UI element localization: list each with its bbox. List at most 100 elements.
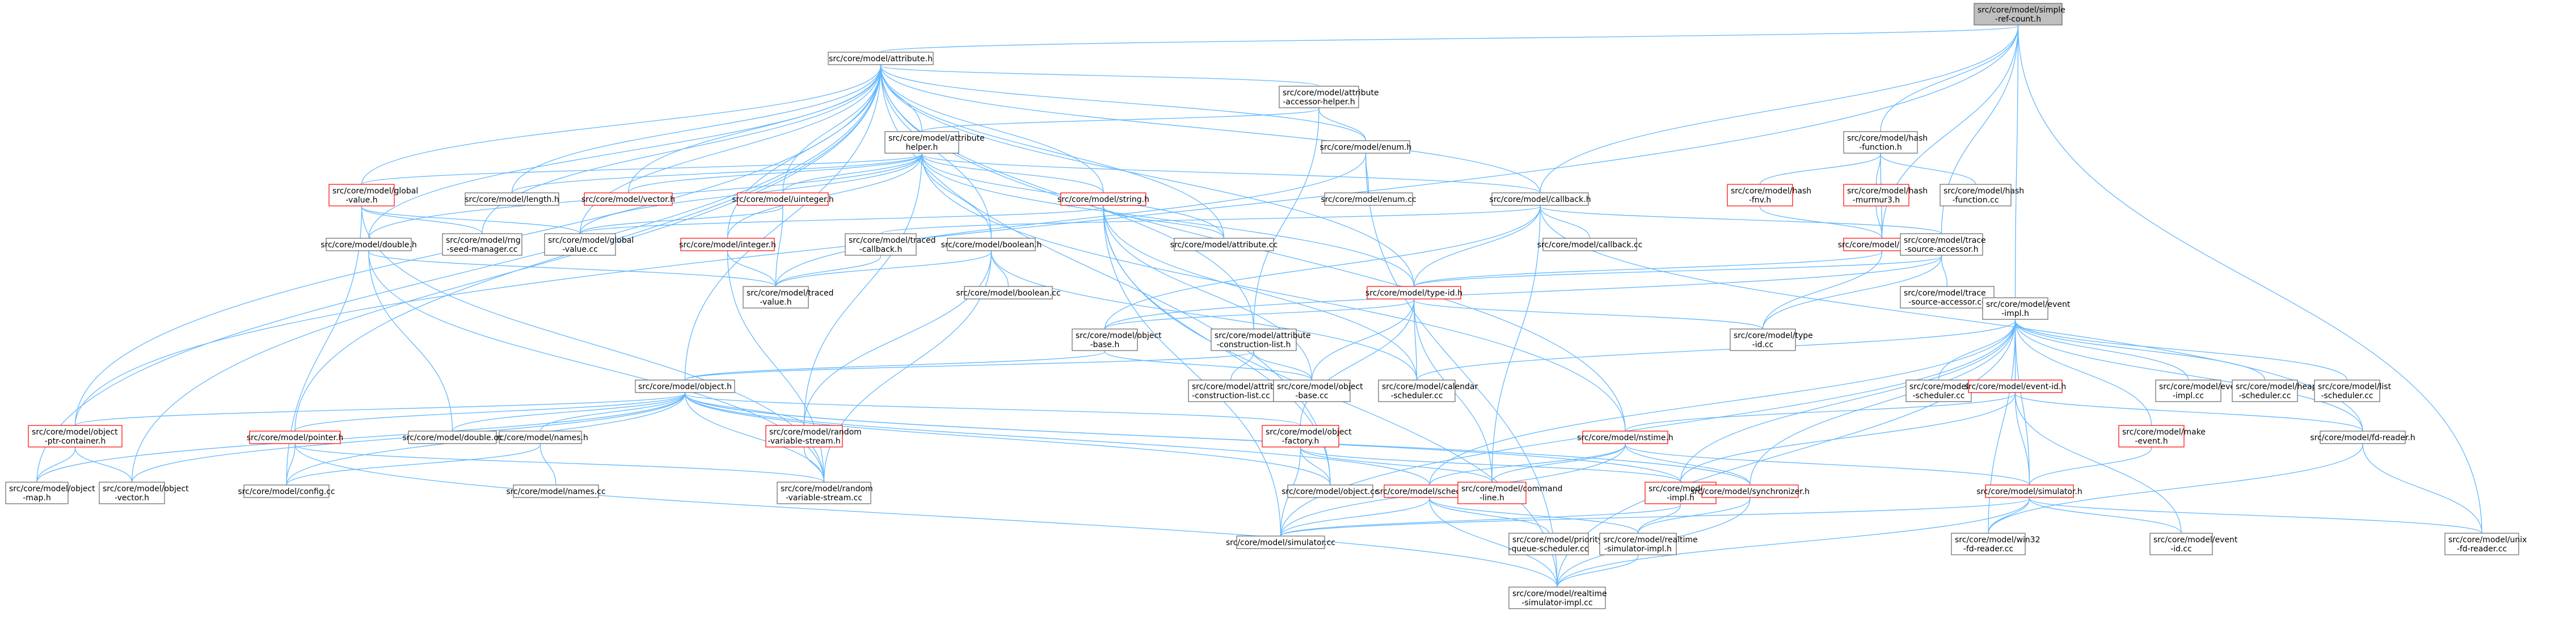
dependency-edge [292,439,1558,588]
file-node[interactable]: src/core/model/string.h [1057,192,1149,206]
file-node[interactable]: src/core/model/object.h [635,379,735,393]
file-node[interactable]: src/core/model/global-value.h [328,184,418,206]
file-node-box [1843,131,1918,154]
dependency-edge [1680,388,2018,483]
file-node[interactable]: src/core/model/object-map.h [5,482,95,504]
file-node[interactable]: src/core/model/callback.cc [1537,238,1643,251]
dependency-edge [878,60,1541,193]
file-node[interactable]: src/core/model/names.cc [506,484,606,498]
file-node[interactable]: src/core/model/hash-function.h [1843,131,1928,154]
file-node[interactable]: src/core/model/event-impl.cc [2155,379,2244,402]
dependency-edge [627,149,925,193]
file-node[interactable]: src/core/model/config.cc [238,484,335,498]
file-node-label: src/core/model/callback.h [1489,195,1591,204]
file-node[interactable]: src/core/model/double.h [321,238,417,251]
file-node[interactable]: src/core/model/heap-scheduler.cc [2232,379,2317,402]
file-node[interactable]: src/core/model/scheduler.h [1376,484,1483,498]
file-node[interactable]: src/core/model/make-event.h [2118,425,2206,448]
file-node[interactable]: src/core/model/type-id.cc [1730,328,1813,351]
file-node[interactable]: src/core/model/attribute.h [828,52,934,65]
dependency-edge [682,388,825,483]
file-node[interactable]: src/core/model/traced-value.h [743,286,834,309]
file-node-box [845,233,917,256]
file-node[interactable]: src/core/model/rng-seed-manager.cc [442,233,522,256]
dependency-edge [1875,149,1883,185]
file-node[interactable]: src/core/model/event-impl.h [1982,297,2071,320]
file-node-box [1262,425,1339,448]
file-node[interactable]: src/core/model/unix-fd-reader.cc [2444,533,2527,555]
dependency-edge [452,388,688,432]
file-node[interactable]: src/core/model/calendar-scheduler.cc [1378,379,1478,402]
dependency-edge [1749,315,2018,486]
file-node-label: -variable-stream.cc [786,494,862,503]
file-node[interactable]: src/core/model/priority-queue-scheduler.… [1508,533,1603,555]
file-node[interactable]: src/core/model/object-factory.h [1262,425,1352,448]
dependency-edge [1311,294,1416,381]
file-node-label: src/core/model/traced [849,236,936,245]
file-node-box [1974,3,2063,26]
file-node[interactable]: src/core/model/event-id.h [1964,379,2067,393]
file-node[interactable]: src/core/model/attribute-construction-li… [1188,379,1288,402]
file-node-label: -impl.h [1667,494,1694,503]
file-node[interactable]: src/core/model/random-variable-stream.h [765,425,862,448]
file-node[interactable]: src/core/model/attribute-accessor-helper… [1279,86,1379,108]
file-node[interactable]: src/core/model/callback.h [1489,192,1591,206]
file-node[interactable]: src/core/model/hash-function.cc [1940,184,2024,206]
file-node[interactable]: src/core/model/fd-reader.h [2310,431,2415,444]
file-node[interactable]: src/core/model/nstime.h [1577,431,1673,444]
file-node[interactable]: src/core/model/object-base.cc [1273,379,1363,402]
dependency-edge [1427,493,1549,534]
file-node-label: src/core/model/calendar [1382,382,1478,391]
file-node-box [1367,286,1461,300]
file-node[interactable]: src/core/model/global-value.cc [544,233,634,256]
file-node-box [828,52,934,65]
file-node[interactable]: src/core/model/random-variable-stream.cc [777,482,873,504]
file-node[interactable]: src/core/model/trace-source-accessor.h [1900,233,1986,256]
dependency-edge [2013,315,2266,381]
dependency-edge [36,388,688,483]
file-node[interactable]: src/core/model/list-scheduler.cc [2314,379,2392,402]
file-node[interactable]: src/core/model/attribute-construction-li… [1211,328,1311,351]
file-node[interactable]: src/core/model/simulator.cc [1226,535,1335,549]
file-node[interactable]: src/core/model/boolean.h [941,238,1042,251]
dependency-edge [1316,103,1367,141]
file-node[interactable]: src/core/model/uinteger.h [732,192,834,206]
file-node[interactable]: src/core/model/simulator.h [1976,484,2082,498]
file-node[interactable]: src/core/model/object-base.h [1072,328,1162,351]
file-node[interactable]: src/core/model/attribute.cc [1170,238,1278,251]
file-node[interactable]: src/core/model/object-ptr-container.h [28,425,123,448]
file-node[interactable]: src/core/model/realtime-simulator-impl.h [1599,533,1698,555]
file-node[interactable]: src/core/model/command-line.h [1457,482,1562,504]
file-node[interactable]: src/core/model/enum.cc [1321,192,1416,206]
file-node[interactable]: src/core/model/hash-murmur3.h [1843,184,1928,206]
file-node[interactable]: src/core/model/type-id.h [1365,286,1462,300]
file-node[interactable]: src/core/model/integer.h [679,238,776,251]
file-node[interactable]: src/core/model/trace-source-accessor.cc [1900,286,1995,309]
file-node[interactable]: src/core/model/realtime-simulator-impl.c… [1508,587,1607,609]
file-node[interactable]: src/core/model/hash-fnv.h [1727,184,1811,206]
dependency-edge [579,201,786,234]
file-node[interactable]: src/core/model/boolean.cc [956,286,1061,300]
file-node[interactable]: src/core/model/enum.h [1320,140,1412,154]
dependency-edge [1280,499,1683,537]
file-node-box [2320,431,2406,444]
file-node[interactable]: src/core/model/win32-fd-reader.cc [1951,533,2040,555]
file-node-label: -base.h [1090,340,1120,349]
file-node[interactable]: src/core/model/pointer.h [247,431,344,444]
dependency-edge [1101,201,1313,381]
file-node[interactable]: src/core/model/double.cc [402,431,503,444]
file-node-label: -simulator-impl.cc [1521,598,1592,608]
file-node[interactable]: src/core/model/object.cc [1281,484,1379,498]
dependency-edge [684,346,1107,381]
file-node[interactable]: src/core/model/object-vector.h [99,482,189,504]
file-node[interactable]: src/core/model/map-scheduler.cc [1905,379,1989,402]
dependency-edge [684,60,883,381]
file-node[interactable]: src/core/model/synchronizer.h [1690,484,1810,498]
file-node[interactable]: src/core/model/traced-callback.h [845,233,936,256]
file-node[interactable]: src/core/model/names.h [492,431,588,444]
file-node[interactable]: src/core/model/length.h [465,192,559,206]
file-node[interactable]: src/core/model/vector.h [581,192,675,206]
file-node[interactable]: src/core/model/event-id.cc [2149,533,2238,555]
file-node-label: src/core/model/nstime.h [1577,433,1673,442]
